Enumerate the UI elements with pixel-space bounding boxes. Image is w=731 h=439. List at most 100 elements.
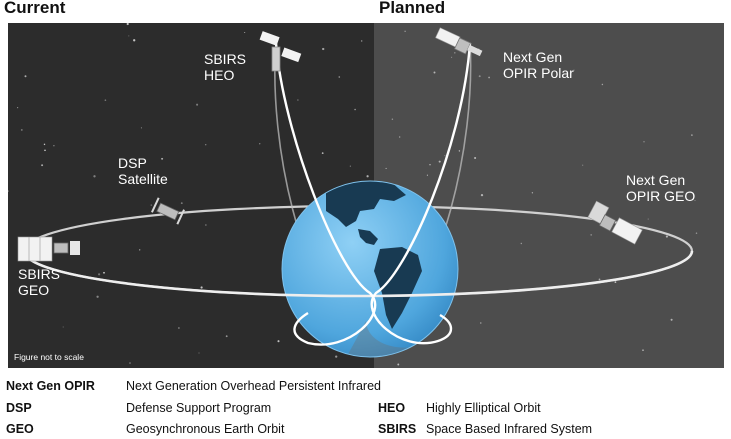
star-dot <box>321 152 324 154</box>
next-gen-geo-label: Next Gen OPIR GEO <box>626 172 695 204</box>
star-dot <box>96 295 99 298</box>
star-dot <box>397 363 400 366</box>
star-dot <box>349 165 351 167</box>
next-gen-polar-label-line2: OPIR Polar <box>503 65 574 81</box>
star-dot <box>196 103 199 106</box>
star-dot <box>53 145 55 147</box>
star-dot <box>614 281 617 283</box>
star-dot <box>140 127 142 129</box>
star-dot <box>200 286 203 289</box>
scale-note: Figure not to scale <box>14 352 84 362</box>
star-dot <box>98 273 101 276</box>
diagram-canvas <box>8 23 724 368</box>
polar-orbit <box>370 42 472 345</box>
heo-orbit <box>274 42 377 346</box>
glossary-term-next-gen-opir: Next Gen OPIR <box>6 379 95 393</box>
north-america-landmass <box>326 181 406 227</box>
next-gen-geo-label-line1: Next Gen <box>626 172 686 188</box>
glossary-def-heo: Highly Elliptical Orbit <box>426 401 541 415</box>
star-dot <box>601 83 604 86</box>
star-dot <box>458 150 461 152</box>
star-dot <box>338 76 341 78</box>
glossary-def-geo: Geosynchronous Earth Orbit <box>126 422 285 436</box>
star-dot <box>225 335 228 338</box>
star-dot <box>429 164 431 166</box>
star-dot <box>399 136 401 138</box>
star-dot <box>104 99 107 102</box>
dsp-label-line1: DSP <box>118 155 147 171</box>
star-dot <box>198 352 200 354</box>
star-dot <box>259 143 261 145</box>
sbirs-geo-label-line2: GEO <box>18 282 50 298</box>
star-dot <box>598 278 601 281</box>
star-dot <box>244 31 246 34</box>
dsp-label: DSP Satellite <box>118 155 168 187</box>
star-dot <box>474 156 477 160</box>
star-dot <box>17 107 19 109</box>
star-dot <box>444 155 446 157</box>
glossary-term-geo: GEO <box>6 422 34 436</box>
star-dot <box>103 271 105 274</box>
star-dot <box>24 75 27 78</box>
star-dot <box>150 204 153 206</box>
star-dot <box>335 355 338 358</box>
star-dot <box>531 192 534 194</box>
star-dot <box>433 71 436 74</box>
star-dot <box>643 141 645 143</box>
glossary-term-sbirs: SBIRS <box>378 422 417 436</box>
sbirs-heo-label: SBIRS HEO <box>204 51 246 83</box>
star-dot <box>647 218 649 220</box>
glossary-term-dsp: DSP <box>6 401 32 415</box>
star-dot <box>366 175 369 178</box>
star-dot <box>438 160 441 163</box>
star-dot <box>44 149 46 152</box>
dsp-satellite-icon <box>151 197 185 225</box>
star-dot <box>573 69 575 71</box>
orbit-diagram: SBIRS HEO DSP Satellite SBIRS GEO Next G… <box>8 23 724 368</box>
star-dot <box>691 134 693 136</box>
geo-orbit-front <box>22 250 694 298</box>
next-gen-polar-label-line1: Next Gen <box>503 49 563 65</box>
star-dot <box>695 232 698 234</box>
earth-shadow <box>338 321 458 357</box>
star-dot <box>8 190 9 192</box>
next-gen-geo-satellite-icon <box>587 200 643 245</box>
star-dot <box>426 174 428 176</box>
star-dot <box>161 157 164 160</box>
star-dot <box>139 249 141 251</box>
sbirs-heo-satellite-icon <box>259 31 302 72</box>
star-dot <box>670 318 673 321</box>
star-dot <box>361 40 363 42</box>
star-dot <box>694 199 696 202</box>
star-dot <box>133 39 136 42</box>
star-dot <box>297 99 299 101</box>
next-gen-polar-satellite-icon <box>435 27 483 57</box>
star-dot <box>451 56 453 58</box>
glossary-def-sbirs: Space Based Infrared System <box>426 422 593 436</box>
star-dot <box>354 108 356 111</box>
planned-heading: Planned <box>379 0 446 17</box>
star-dot <box>480 193 484 197</box>
central-america-landmass <box>358 229 378 245</box>
star-dot <box>391 118 394 121</box>
star-dot <box>128 35 130 37</box>
star-dot <box>642 349 644 351</box>
star-dot <box>520 242 522 245</box>
sbirs-geo-satellite-icon <box>17 236 80 262</box>
star-dot <box>590 234 593 236</box>
star-dot <box>322 47 325 51</box>
star-dot <box>180 202 183 205</box>
sbirs-heo-label-line2: HEO <box>204 67 235 83</box>
star-dot <box>178 327 180 329</box>
star-dot <box>204 143 207 146</box>
star-dot <box>93 175 96 178</box>
star-dot <box>277 340 280 343</box>
star-dot <box>582 164 584 166</box>
star-dot <box>404 30 406 33</box>
star-dot <box>478 75 481 78</box>
star-dot <box>62 326 64 328</box>
star-dot <box>20 128 23 131</box>
dsp-label-line2: Satellite <box>118 171 168 187</box>
star-dot <box>454 52 456 54</box>
star-dot <box>665 235 668 238</box>
